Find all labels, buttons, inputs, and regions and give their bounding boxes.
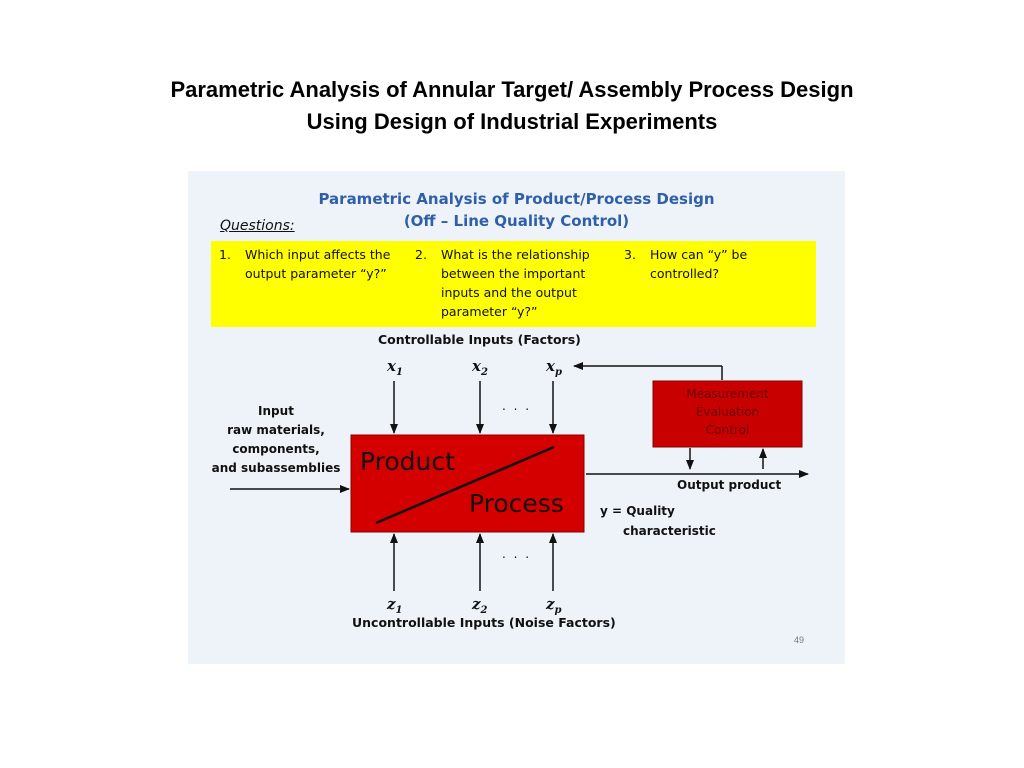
question-2-number: 2. bbox=[415, 247, 427, 262]
slide-title: Parametric Analysis of Annular Target/ A… bbox=[0, 74, 1024, 138]
diagram-panel: Parametric Analysis of Product/Process D… bbox=[188, 171, 845, 664]
question-2-line-4: parameter “y?” bbox=[441, 304, 538, 319]
quality-label-line-2: characteristic bbox=[623, 524, 716, 538]
product-label: Product bbox=[360, 447, 455, 476]
uncontrollable-inputs-label: Uncontrollable Inputs (Noise Factors) bbox=[352, 615, 616, 630]
question-2-line-1: What is the relationship bbox=[441, 247, 590, 262]
question-3-line-1: How can “y” be bbox=[650, 247, 748, 262]
slide-title-line-2: Using Design of Industrial Experiments bbox=[306, 109, 718, 134]
question-1-number: 1. bbox=[219, 247, 231, 262]
z2-variable: z2 bbox=[472, 595, 488, 616]
x2-variable: x2 bbox=[472, 357, 488, 378]
top-ellipsis: . . . bbox=[502, 399, 532, 413]
zp-variable: zp bbox=[546, 595, 562, 616]
question-2-line-2: between the important bbox=[441, 266, 586, 281]
question-1-line-1: Which input affects the bbox=[245, 247, 391, 262]
measurement-line-2: Evaluation bbox=[695, 405, 760, 419]
measurement-label: Measurement Evaluation Control bbox=[653, 385, 802, 445]
controllable-inputs-label: Controllable Inputs (Factors) bbox=[378, 332, 581, 347]
product-process-divider bbox=[375, 445, 555, 525]
question-3-line-2: controlled? bbox=[650, 266, 720, 281]
output-product-label: Output product bbox=[677, 478, 782, 492]
process-label: Process bbox=[469, 489, 564, 518]
panel-title: Parametric Analysis of Product/Process D… bbox=[188, 188, 845, 232]
measurement-line-3: Control bbox=[705, 423, 750, 437]
x1-variable: x1 bbox=[387, 357, 403, 378]
input-label-line-2: raw materials, bbox=[227, 423, 325, 437]
question-2-line-3: inputs and the output bbox=[441, 285, 577, 300]
question-3-number: 3. bbox=[624, 247, 636, 262]
page-number: 49 bbox=[794, 635, 805, 645]
input-label-line-4: and subassemblies bbox=[211, 461, 341, 475]
measurement-line-1: Measurement bbox=[686, 387, 769, 401]
panel-title-line-2: (Off – Line Quality Control) bbox=[403, 212, 630, 230]
input-label-line-3: components, bbox=[232, 442, 320, 456]
xp-variable: xp bbox=[546, 357, 562, 378]
input-label-line-1: Input bbox=[258, 404, 294, 418]
input-label: Input raw materials, components, and sub… bbox=[206, 402, 346, 478]
measurement-box bbox=[652, 380, 803, 448]
flow-diagram bbox=[230, 362, 809, 591]
slide-title-line-1: Parametric Analysis of Annular Target/ A… bbox=[170, 77, 854, 102]
questions-box: 1. Which input affects the output parame… bbox=[211, 241, 816, 327]
questions-label: Questions: bbox=[220, 218, 295, 234]
bottom-ellipsis: . . . bbox=[502, 547, 532, 561]
z1-variable: z1 bbox=[387, 595, 403, 616]
panel-title-line-1: Parametric Analysis of Product/Process D… bbox=[318, 190, 715, 208]
question-1-line-2: output parameter “y?” bbox=[245, 266, 387, 281]
quality-label-line-1: y = Quality bbox=[600, 504, 675, 518]
